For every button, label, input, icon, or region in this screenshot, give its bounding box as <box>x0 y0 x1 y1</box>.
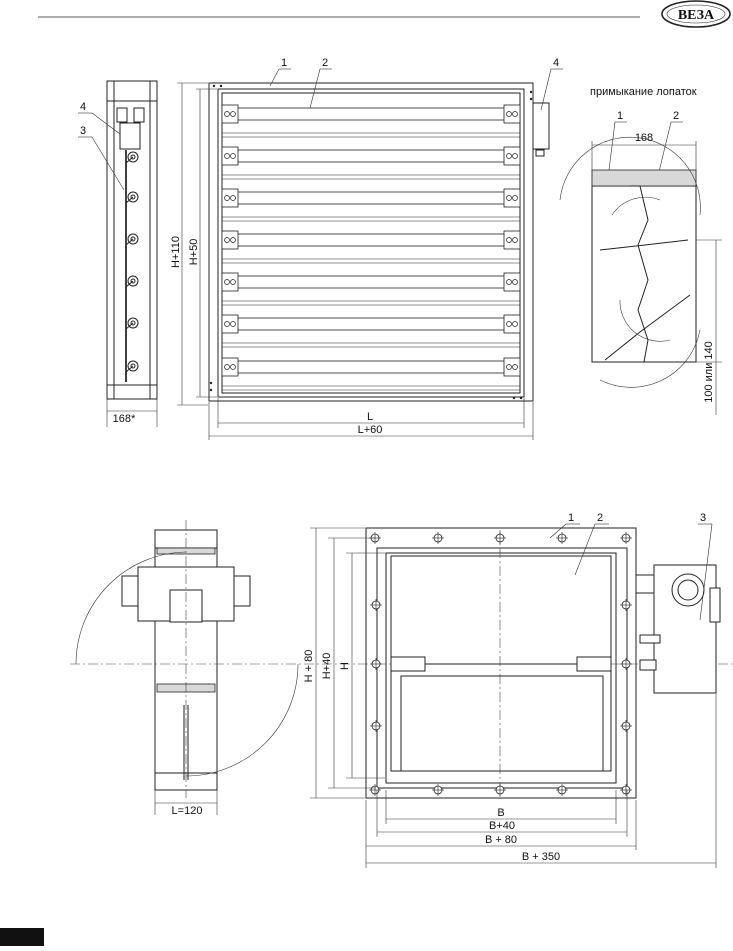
flange-bolt <box>432 532 444 544</box>
blade-bearing <box>221 146 239 166</box>
detail-callout-2: 2 <box>673 110 679 122</box>
side-levers <box>125 151 139 373</box>
flange-bolt <box>620 658 632 670</box>
dim-b40: B+40 <box>489 820 515 832</box>
blade-bearing <box>221 104 239 124</box>
dim-h50: H+50 <box>188 239 200 266</box>
flange-bolt <box>370 599 382 611</box>
flange-bolt <box>494 784 506 796</box>
blade-bearing <box>503 272 521 292</box>
corner-holes <box>209 84 533 400</box>
blade-bearing <box>221 314 239 334</box>
flange-bolt <box>620 532 632 544</box>
flange-bolt <box>494 532 506 544</box>
callout-top-3: 3 <box>80 125 86 137</box>
page-tab <box>0 928 44 946</box>
brand-logo: ВЕЗА <box>661 0 731 28</box>
dim-side-width: 168* <box>113 413 136 425</box>
damper-blade <box>221 314 521 348</box>
flange-bolts <box>369 532 632 796</box>
blade-bearing <box>503 188 521 208</box>
dim-b350: B + 350 <box>522 851 560 863</box>
detail-callout-1: 1 <box>617 110 623 122</box>
blade-bearing <box>503 357 521 377</box>
flange-bolt <box>620 720 632 732</box>
callout-bottom-1: 1 <box>568 512 574 524</box>
callout-top-1: 1 <box>281 57 287 69</box>
flange-bolt <box>370 658 382 670</box>
side-actuator <box>119 122 141 150</box>
front-actuator <box>532 102 550 150</box>
callout-top-4-left: 4 <box>80 101 86 113</box>
dim-b: B <box>497 807 504 819</box>
blade-bearing <box>503 146 521 166</box>
blade-detail: примыкание лопаток 1 2 168 100 или 140 <box>559 86 722 415</box>
detail-width: 168 <box>635 132 653 144</box>
callout-bottom-2: 2 <box>597 512 603 524</box>
damper-blade <box>221 188 521 222</box>
flange-bolt <box>369 784 381 796</box>
blade-bearing <box>221 230 239 250</box>
damper-blade <box>221 230 521 264</box>
damper-blade <box>221 272 521 306</box>
dim-h110: H+110 <box>170 236 182 268</box>
damper-blade <box>221 357 521 391</box>
callout-top-2: 2 <box>322 57 328 69</box>
blade-bearing <box>503 104 521 124</box>
front-view: H+110 H+50 L L+60 1 2 4 <box>170 57 563 440</box>
dim-h: H <box>339 662 351 670</box>
dim-h40: H+40 <box>321 653 333 680</box>
callout-bottom-3: 3 <box>700 512 706 524</box>
flange-bolt <box>432 784 444 796</box>
dim-l60: L+60 <box>358 424 383 436</box>
callout-top-4-right: 4 <box>553 57 559 69</box>
detail-height: 100 или 140 <box>703 341 715 403</box>
damper-blades <box>221 104 521 391</box>
section-view: L=120 <box>70 520 733 817</box>
detail-title: примыкание лопаток <box>590 86 697 98</box>
dim-l: L <box>367 411 373 423</box>
blade-bearing <box>221 272 239 292</box>
blade-bearing <box>221 188 239 208</box>
dim-h80: H + 80 <box>303 650 315 683</box>
dim-b80: B + 80 <box>485 834 517 846</box>
flange-bolt <box>556 784 568 796</box>
flange-bolt <box>370 720 382 732</box>
blade-bearing <box>503 230 521 250</box>
flange-bolt <box>620 599 632 611</box>
side-view: 168* 4 3 <box>78 80 158 427</box>
brand-logo-text: ВЕЗА <box>678 8 715 23</box>
dim-l120: L=120 <box>172 805 203 817</box>
damper-blade <box>221 104 521 138</box>
blade-bearing <box>503 314 521 334</box>
blade-bearing <box>221 357 239 377</box>
flange-bolt <box>620 784 632 796</box>
valve-front-view: H + 80 H+40 H B B+40 B + 80 B + 350 1 2 … <box>303 512 721 868</box>
damper-blade <box>221 146 521 180</box>
flange-bolt <box>556 532 568 544</box>
